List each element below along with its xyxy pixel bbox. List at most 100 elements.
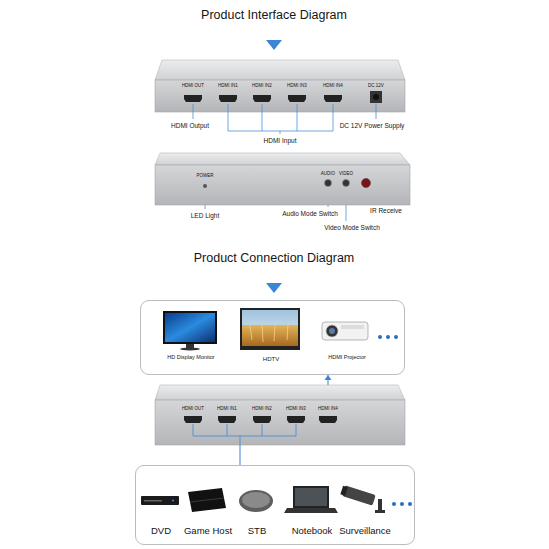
hdmi-port: [324, 95, 342, 102]
hdmi-port: [287, 416, 305, 423]
laptop-screen-frame: [293, 486, 329, 508]
port-label: HDMI IN3: [286, 407, 306, 412]
port-label: HDMI IN4: [323, 84, 343, 89]
leader-line: [280, 131, 281, 134]
hdmi-port: [219, 95, 237, 102]
leader-line: [262, 104, 263, 131]
callout-label: DC 12V Power Supply: [340, 122, 405, 129]
wheat-stalk: [262, 324, 263, 342]
leader-line: [333, 104, 334, 131]
source-group: DVD Game Host STB Notebook Surveillance: [135, 465, 415, 545]
tv-frame: [240, 308, 300, 350]
port-label: HDMI OUT: [182, 84, 204, 89]
device-top: [155, 385, 405, 400]
connector: [325, 375, 332, 385]
device-name: Surveillance: [339, 526, 391, 536]
camera-mount: [378, 499, 382, 511]
panel-label: POWER: [196, 174, 213, 179]
device-top: [155, 153, 410, 165]
switch-button: [343, 180, 350, 187]
device-face: [155, 400, 405, 445]
hdmi-port: [253, 95, 271, 102]
splitter-device: HDMI OUTHDMI IN1HDMI IN2HDMI IN3HDMI IN4: [155, 385, 405, 445]
monitor-screen: [165, 313, 215, 342]
port-label: DC 12V: [368, 84, 384, 89]
switch-button: [325, 180, 332, 187]
wheat-stalks: [250, 324, 288, 342]
game-console: [188, 488, 226, 512]
port-label: HDMI IN2: [252, 84, 272, 89]
hdmi-port: [253, 416, 271, 423]
monitor-frame: [163, 311, 217, 344]
led-light: [203, 184, 207, 188]
device-face: [155, 165, 410, 205]
more-dot: [394, 335, 398, 339]
ir-receiver: [362, 179, 371, 188]
pointer-triangle: [266, 283, 282, 293]
laptop-base: [284, 508, 338, 513]
hdmi-port: [218, 416, 236, 423]
port-label: HDMI OUT: [182, 407, 204, 412]
device-name: Notebook: [292, 526, 333, 536]
hdmi-port: [288, 95, 306, 102]
dvd-player: [141, 496, 179, 505]
leader-line: [193, 104, 194, 119]
leader-line: [228, 131, 333, 132]
connector: [240, 445, 241, 465]
device-top: [155, 60, 405, 80]
device-name: HDMI Projector: [328, 354, 366, 360]
port-label: HDMI IN2: [252, 407, 272, 412]
console-stripe: [190, 498, 224, 502]
dc-jack: [370, 91, 382, 103]
arrow-head: [325, 375, 332, 380]
callout-label: IR Receive: [370, 207, 402, 214]
device-name: DVD: [151, 526, 171, 536]
set-top-box: [239, 490, 273, 512]
callout-label: HDMI Output: [171, 122, 209, 129]
page-title: Product Interface Diagram: [201, 9, 347, 23]
input-bracket: [193, 424, 296, 445]
callout-label: Video Mode Switch: [324, 224, 380, 231]
connector-line: [240, 445, 241, 465]
port-label: HDMI IN3: [287, 84, 307, 89]
bracket-line: [193, 436, 296, 437]
hdmi-port: [184, 416, 202, 423]
section-heading: Product Connection Diagram: [194, 252, 355, 266]
tv-picture: [242, 325, 298, 346]
projector-lens: [326, 325, 338, 337]
dvd-light: [172, 500, 174, 502]
leader-line: [297, 104, 298, 131]
tv-screen: [242, 310, 298, 346]
device-name: STB: [248, 526, 266, 536]
port-label: HDMI IN1: [217, 407, 237, 412]
projector-lens-glass: [329, 328, 335, 334]
more-dot: [378, 335, 382, 339]
port-label: HDMI IN1: [218, 84, 238, 89]
monitor-stand: [186, 344, 194, 348]
dvd-tray: [144, 500, 162, 502]
callout-label: HDMI Input: [264, 137, 297, 144]
device-face: [155, 80, 405, 112]
display-group: HD Display MonitorHDTVHDMI Projector: [140, 300, 405, 375]
splitter-back-view: POWERAUDIOVIDEO: [155, 153, 410, 205]
more-dot: [386, 335, 390, 339]
wheat-stalk: [287, 324, 288, 340]
hdmi-port: [184, 95, 202, 102]
device-name: HD Display Monitor: [167, 354, 214, 360]
projector-body: [322, 322, 368, 340]
leader-line: [376, 104, 377, 119]
set-top-box-top: [242, 492, 270, 508]
hdmi-port: [319, 416, 337, 423]
bracket-line: [193, 424, 194, 436]
monitor-base: [180, 348, 200, 351]
camera-lens: [340, 486, 348, 496]
leader-line: [228, 104, 229, 131]
panel-label: AUDIO: [321, 172, 335, 177]
pointer-triangle: [266, 40, 282, 50]
more-dot: [392, 502, 396, 506]
device-name: Game Host: [184, 526, 232, 536]
wheat-stalk: [274, 325, 275, 341]
laptop-screen: [295, 488, 327, 506]
